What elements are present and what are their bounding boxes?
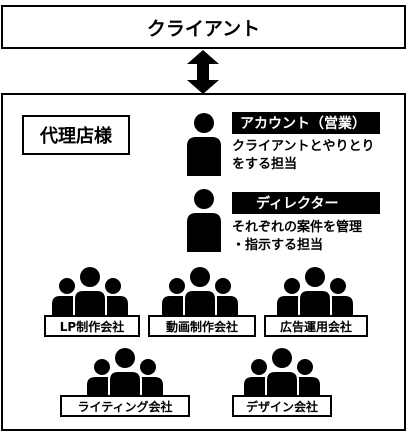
role-title-director: ディレクター	[232, 192, 380, 214]
company-label-ads: 広告運用会社	[264, 315, 368, 337]
group-icon	[52, 267, 128, 316]
company-label-design: デザイン会社	[232, 395, 332, 417]
group-icon	[244, 348, 320, 397]
account-person-icon	[187, 113, 221, 176]
agency-label: 代理店様	[22, 115, 130, 155]
company-label-lp: LP制作会社	[44, 315, 140, 337]
director-person-icon	[187, 189, 221, 252]
role-title-account: アカウント（営業）	[232, 112, 380, 134]
double-arrow-icon	[187, 50, 219, 94]
client-box: クライアント	[1, 5, 406, 49]
group-icon	[162, 267, 238, 316]
client-label: クライアント	[146, 17, 261, 40]
group-icon	[277, 267, 353, 316]
company-label-writing: ライティング会社	[60, 395, 190, 417]
role-desc-account: クライアントとやりとり をする担当	[232, 139, 375, 172]
company-label-video: 動画制作会社	[148, 315, 256, 337]
group-icon	[87, 348, 163, 397]
role-desc-director: それぞれの案件を管理 ・指示する担当	[232, 220, 363, 253]
